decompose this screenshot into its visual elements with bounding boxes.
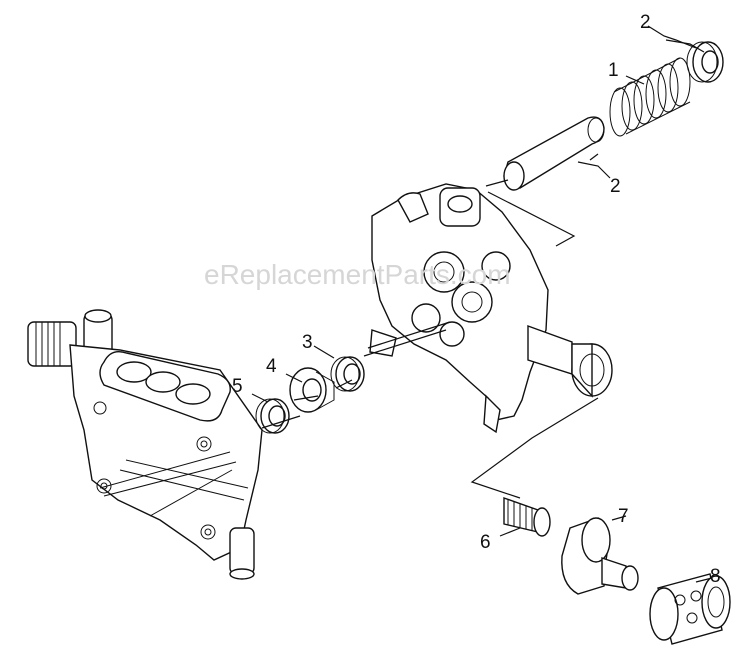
part-1-spring [609, 57, 691, 137]
part-7-quick-coupler-plug [561, 517, 639, 595]
pump-housing [369, 183, 613, 434]
callout-4: 4 [266, 356, 277, 377]
part-8-coupler-socket [649, 573, 731, 645]
callout-6: 6 [480, 532, 491, 553]
assembly-leader-lines [251, 25, 713, 583]
part-2-rod [503, 116, 605, 191]
pump-head-manifold [27, 309, 263, 580]
part-6-filter-screen [503, 497, 551, 537]
part-5-seal [255, 398, 290, 434]
callout-8: 8 [710, 566, 721, 587]
callout-7: 7 [618, 506, 629, 527]
callout-2-rod: 2 [610, 176, 621, 197]
watermark-text: eReplacementParts.com [204, 259, 511, 290]
callout-2-top: 2 [640, 12, 651, 33]
callout-3: 3 [302, 332, 313, 353]
part-2-cap-top [686, 41, 724, 83]
callout-1: 1 [608, 60, 619, 81]
part-4-valve-cage [289, 367, 335, 413]
part-3-seal [330, 356, 365, 392]
callout-5: 5 [232, 376, 243, 397]
